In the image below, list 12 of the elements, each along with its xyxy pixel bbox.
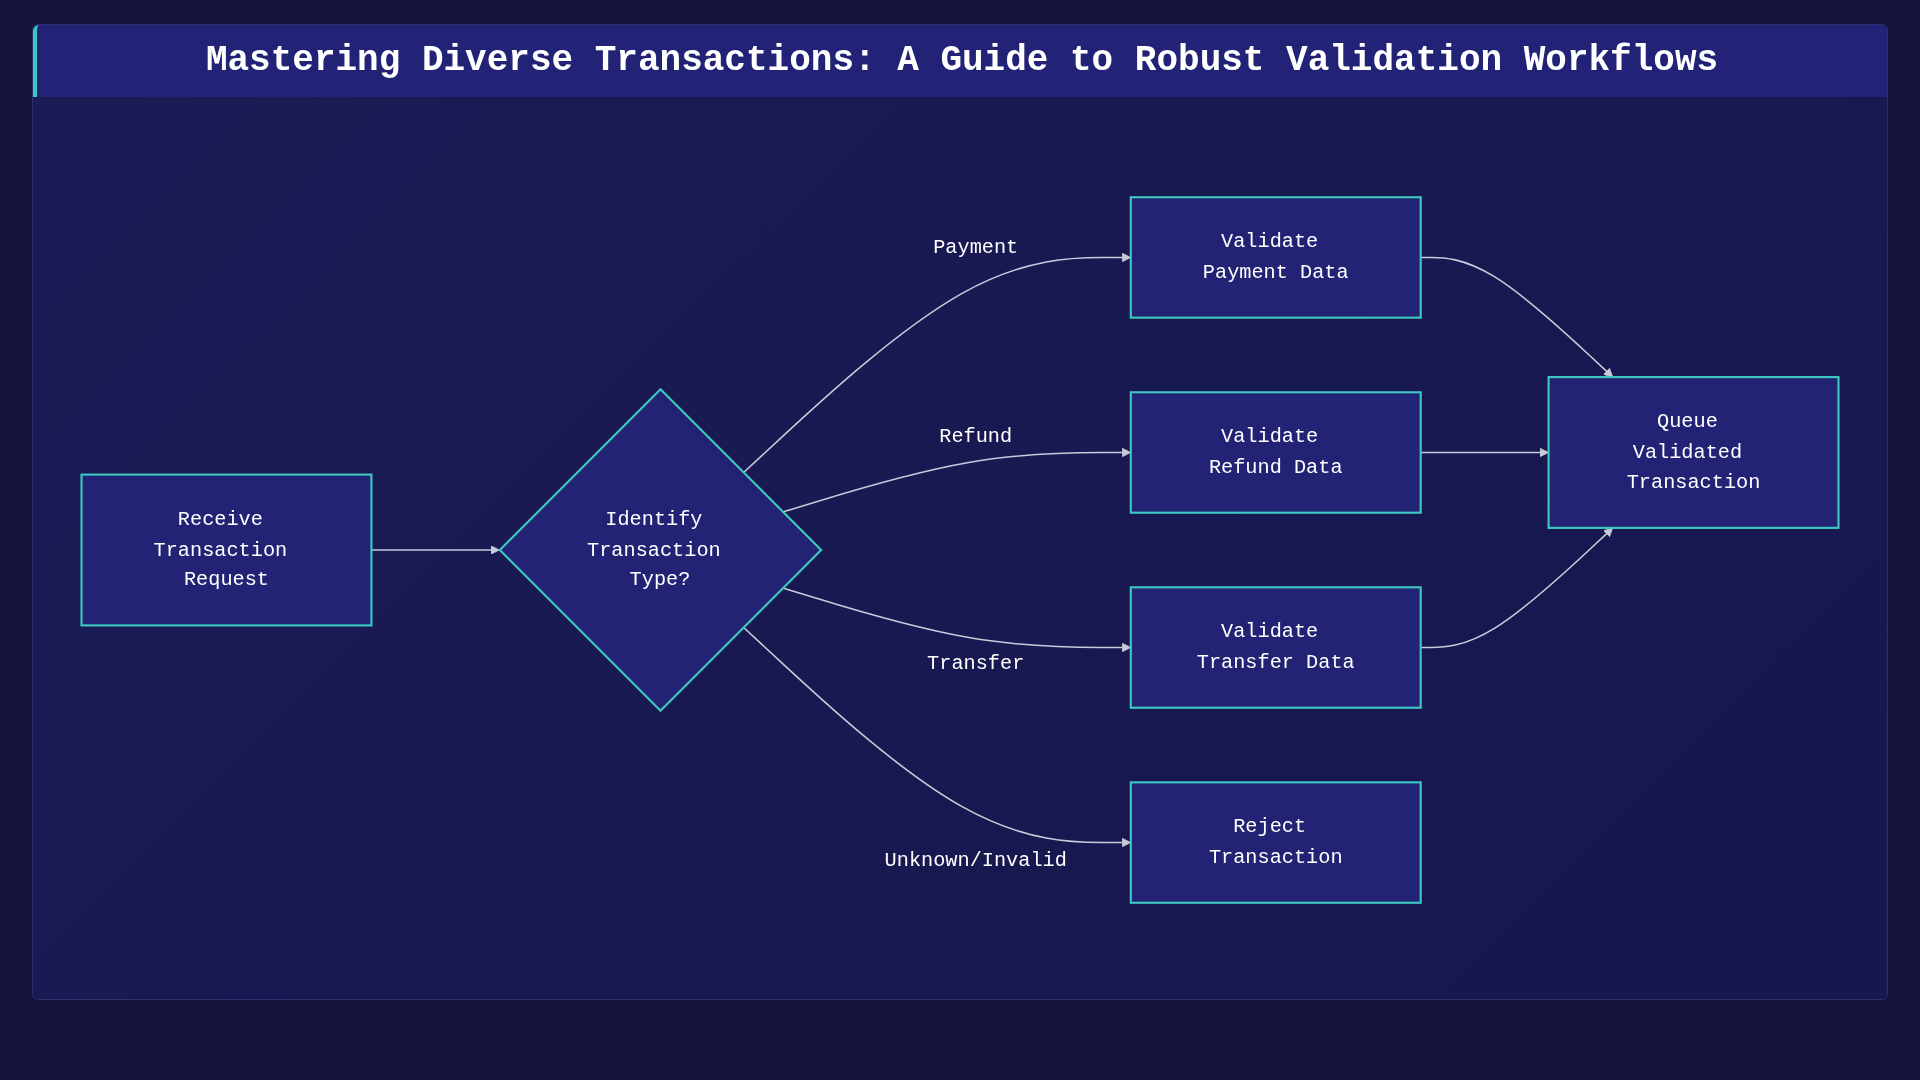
node-box: Queue Validated Transaction	[1547, 376, 1840, 529]
node-box: Validate Payment Data	[1129, 196, 1422, 319]
edge-label: Unknown/Invalid	[884, 849, 1067, 873]
node-box: Receive Transaction Request	[80, 473, 373, 627]
node-box: Validate Refund Data	[1129, 391, 1422, 514]
node-box: Reject Transaction	[1129, 781, 1422, 904]
title: Mastering Diverse Transactions: A Guide to Robust Validation Workflows	[33, 25, 1887, 97]
node-box: Validate Transfer Data	[1129, 586, 1422, 709]
edge-label: Payment	[933, 236, 1019, 260]
node-diamond: Identify Transaction Type?	[498, 387, 823, 713]
edge-label: Refund	[939, 425, 1013, 449]
edge-label: Transfer	[927, 652, 1025, 676]
